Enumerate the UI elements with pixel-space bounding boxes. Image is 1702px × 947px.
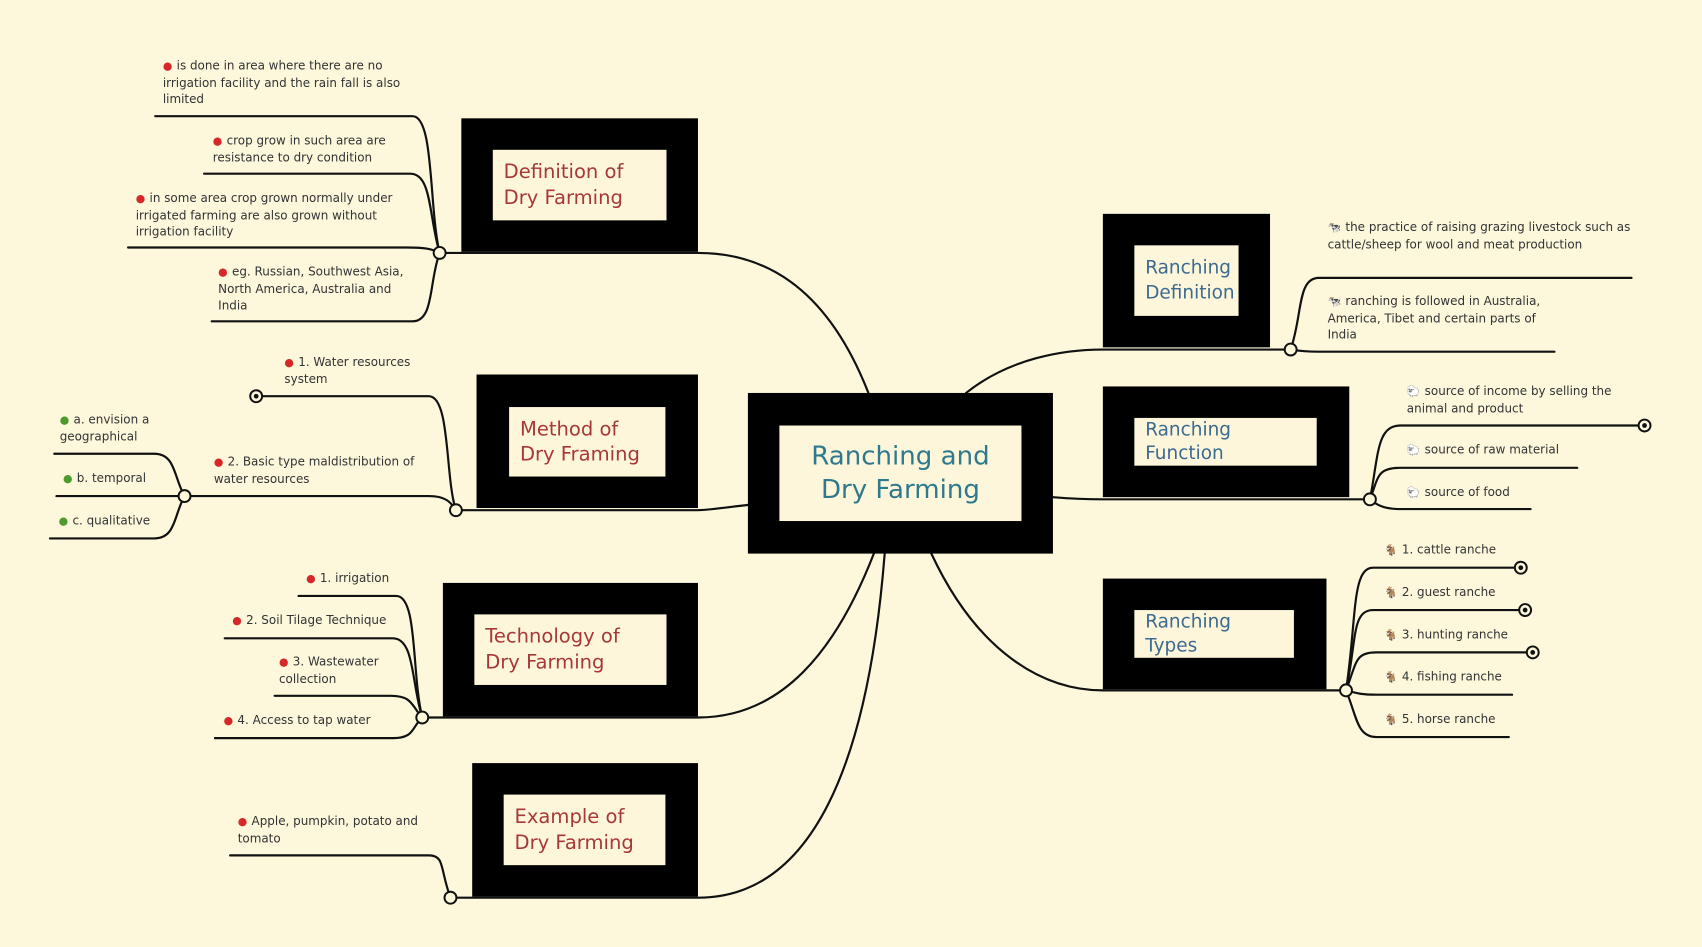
note-method-2a[interactable]: ●a. envision a geographical <box>59 412 150 444</box>
central-topic[interactable]: Ranching and Dry Farming <box>747 392 1053 554</box>
branch-node-method[interactable] <box>448 503 463 518</box>
goat-icon: 🐐 <box>1384 587 1398 600</box>
red-apple-icon: ● <box>162 60 173 73</box>
branch-node-technology[interactable] <box>415 710 430 725</box>
topic-title: Example of Dry Farming <box>514 805 634 854</box>
red-apple-icon: ● <box>223 715 234 728</box>
note-rtype-3[interactable]: 🐐3. hunting ranche <box>1384 626 1525 643</box>
goat-icon: 🐐 <box>1384 629 1398 642</box>
note-rdef-1[interactable]: 🐄the practice of raising grazing livesto… <box>1327 220 1631 252</box>
note-method-2c[interactable]: ●c. qualitative <box>59 512 168 529</box>
cow-icon: 🐄 <box>1327 296 1342 309</box>
note-rtype-4[interactable]: 🐐4. fishing ranche <box>1384 669 1514 686</box>
red-apple-icon: ● <box>135 193 146 206</box>
note-rdef-2[interactable]: 🐄ranching is followed in Australia, Amer… <box>1327 294 1541 342</box>
topic-title: Ranching Types <box>1145 611 1232 657</box>
topic-ranching-function[interactable]: Ranching Function <box>1102 386 1350 498</box>
red-apple-icon: ● <box>212 135 223 148</box>
green-apple-icon: ● <box>62 473 73 486</box>
goat-icon: 🐐 <box>1384 714 1398 727</box>
note-rfun-1[interactable]: 🐑source of income by selling the animal … <box>1406 384 1612 416</box>
note-def-4[interactable]: ●eg. Russian, Southwest Asia, North Amer… <box>218 264 404 313</box>
goat-icon: 🐐 <box>1384 544 1398 557</box>
red-apple-icon: ● <box>278 656 289 669</box>
note-rtype-1[interactable]: 🐐1. cattle ranche <box>1384 542 1514 559</box>
topic-title: Definition of Dry Farming <box>503 160 624 209</box>
central-topic-title: Ranching and Dry Farming <box>811 440 990 505</box>
red-apple-icon: ● <box>284 357 294 370</box>
sheep-icon: 🐑 <box>1406 487 1421 500</box>
note-rtype-5[interactable]: 🐐5. horse ranche <box>1384 711 1514 728</box>
branch-node-example[interactable] <box>443 890 458 905</box>
sheep-icon: 🐑 <box>1406 386 1421 399</box>
goat-icon: 🐐 <box>1384 671 1398 684</box>
red-apple-icon: ● <box>306 573 316 586</box>
note-rfun-2[interactable]: 🐑source of raw material <box>1407 442 1581 459</box>
note-rtype-2[interactable]: 🐐2. guest ranche <box>1384 584 1514 601</box>
topic-example-dry-farming[interactable]: Example of Dry Farming <box>472 763 698 897</box>
branch-node-method-sub[interactable] <box>177 489 192 504</box>
note-rfun-3[interactable]: 🐑source of food <box>1407 484 1537 501</box>
topic-title: Technology of Dry Farming <box>485 625 620 674</box>
topic-definition-dry-farming[interactable]: Definition of Dry Farming <box>461 118 698 252</box>
note-tech-3[interactable]: ●3. Wastewater collection <box>278 654 379 687</box>
red-apple-icon: ● <box>218 267 228 279</box>
sheep-icon: 🐑 <box>1406 445 1421 457</box>
green-apple-icon: ● <box>59 414 70 427</box>
green-apple-icon: ● <box>58 515 69 528</box>
note-method-2[interactable]: ●2. Basic type maldistribution of water … <box>213 454 415 487</box>
note-def-3[interactable]: ●in some area crop grown normally under … <box>135 191 393 239</box>
note-example-1[interactable]: ●Apple, pumpkin, potato and tomato <box>237 814 419 846</box>
red-apple-icon: ● <box>232 615 242 628</box>
note-method-1[interactable]: ●1. Water resources system <box>284 354 411 387</box>
topic-title: Method of Dry Framing <box>519 417 640 466</box>
note-tech-1[interactable]: ●1. irrigation <box>306 570 415 587</box>
red-apple-icon: ● <box>213 456 224 469</box>
topic-ranching-types[interactable]: Ranching Types <box>1102 578 1327 690</box>
red-apple-icon: ● <box>237 816 248 829</box>
note-method-2b[interactable]: ●b. temporal <box>63 470 172 487</box>
note-def-2[interactable]: ●crop grow in such area are resistance t… <box>212 133 386 165</box>
topic-method-dry-framing[interactable]: Method of Dry Framing <box>476 374 698 509</box>
cow-icon: 🐄 <box>1327 222 1342 235</box>
topic-title: Ranching Function <box>1145 418 1232 465</box>
note-tech-2[interactable]: ●2. Soil Tilage Technique <box>232 612 417 629</box>
branch-node-definition[interactable] <box>432 245 447 260</box>
topic-title: Ranching Definition <box>1145 257 1235 304</box>
branch-node-ranching-function[interactable] <box>1362 492 1377 507</box>
topic-ranching-definition[interactable]: Ranching Definition <box>1102 213 1271 348</box>
note-def-1[interactable]: ●is done in area where there are no irri… <box>162 58 401 107</box>
note-tech-4[interactable]: ●4. Access to tap water <box>224 712 419 729</box>
topic-technology-dry-farming[interactable]: Technology of Dry Farming <box>442 582 698 717</box>
branch-node-ranching-definition[interactable] <box>1283 342 1298 357</box>
branch-node-ranching-types[interactable] <box>1339 683 1353 698</box>
